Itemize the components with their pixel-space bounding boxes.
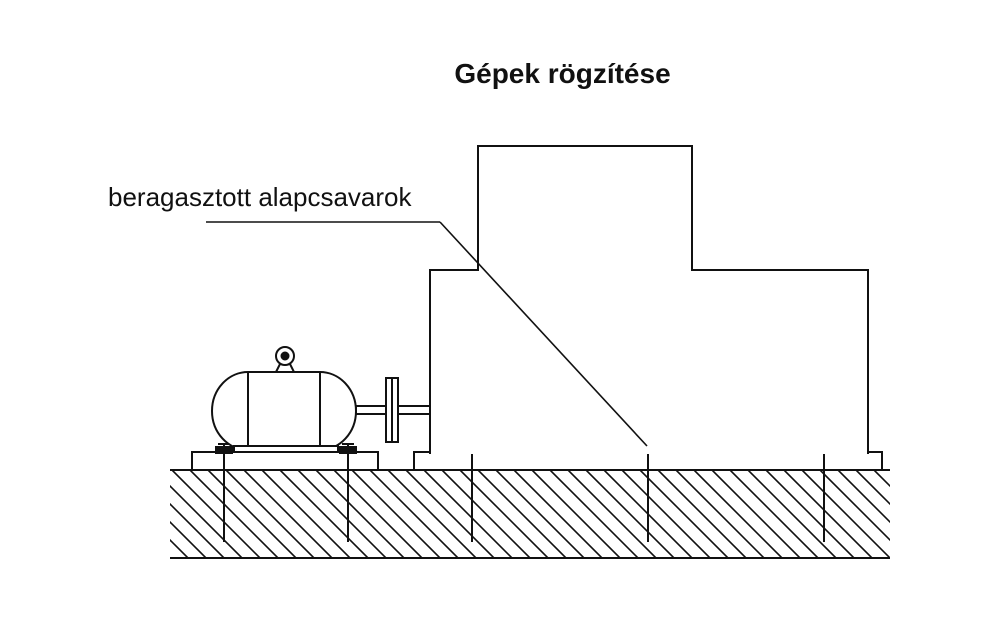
hatch-line: [531, 470, 621, 558]
hatch-line: [351, 470, 441, 558]
hatch-line: [910, 470, 998, 558]
hatch-line: [170, 538, 189, 558]
hatch-line: [261, 470, 351, 558]
hatch-line: [982, 470, 999, 558]
hatch-line: [387, 470, 477, 558]
hatch-line: [621, 470, 711, 558]
hatch-line: [297, 470, 387, 558]
hatch-line: [801, 470, 890, 558]
hatch-line: [170, 502, 225, 558]
hatch-line: [189, 470, 279, 558]
hatch-line: [855, 470, 890, 506]
hatch-line: [369, 470, 459, 558]
hatch-line: [928, 470, 999, 558]
diagram-title: Gépek rögzítése: [454, 58, 671, 89]
hatch-line: [315, 470, 405, 558]
hatch-line: [279, 470, 369, 558]
hatch-line: [892, 470, 980, 558]
hatch-line: [549, 470, 639, 558]
hatch-line: [405, 470, 495, 558]
electric-motor: [211, 346, 357, 453]
hatch-line: [783, 470, 873, 558]
anchor-bolt: [339, 443, 357, 542]
hatch-line: [567, 470, 657, 558]
shaft-coupling: [355, 377, 431, 443]
hatch-line: [964, 470, 999, 558]
hatch-line: [747, 470, 837, 558]
hatch-line: [495, 470, 585, 558]
hatch-line: [675, 470, 765, 558]
hatch-line: [639, 470, 729, 558]
hatch-line: [873, 470, 890, 488]
hatch-line: [729, 470, 819, 558]
hatch-line: [657, 470, 747, 558]
hatch-line: [946, 470, 999, 558]
hatch-line: [441, 470, 531, 558]
callout-leader: [206, 221, 648, 447]
driven-machine: [429, 145, 869, 454]
hatch-line: [170, 520, 207, 558]
hatch-line: [513, 470, 603, 558]
ground-hatching: [170, 470, 999, 558]
hatch-line: [585, 470, 675, 558]
hatch-line: [711, 470, 801, 558]
hatch-line: [423, 470, 513, 558]
hatch-line: [225, 470, 315, 558]
hatch-line: [243, 470, 333, 558]
hatch-line: [207, 470, 297, 558]
hatch-line: [477, 470, 567, 558]
hatch-line: [837, 470, 890, 524]
hatch-line: [693, 470, 783, 558]
ground-foundation: [170, 469, 999, 559]
hatch-line: [170, 484, 243, 558]
hatch-line: [819, 470, 890, 542]
hatch-line: [765, 470, 855, 558]
motor-base-plate: [191, 451, 379, 471]
hatch-line: [459, 470, 549, 558]
callout-label: beragasztott alapcsavarok: [108, 182, 412, 212]
hatch-line: [171, 470, 261, 558]
